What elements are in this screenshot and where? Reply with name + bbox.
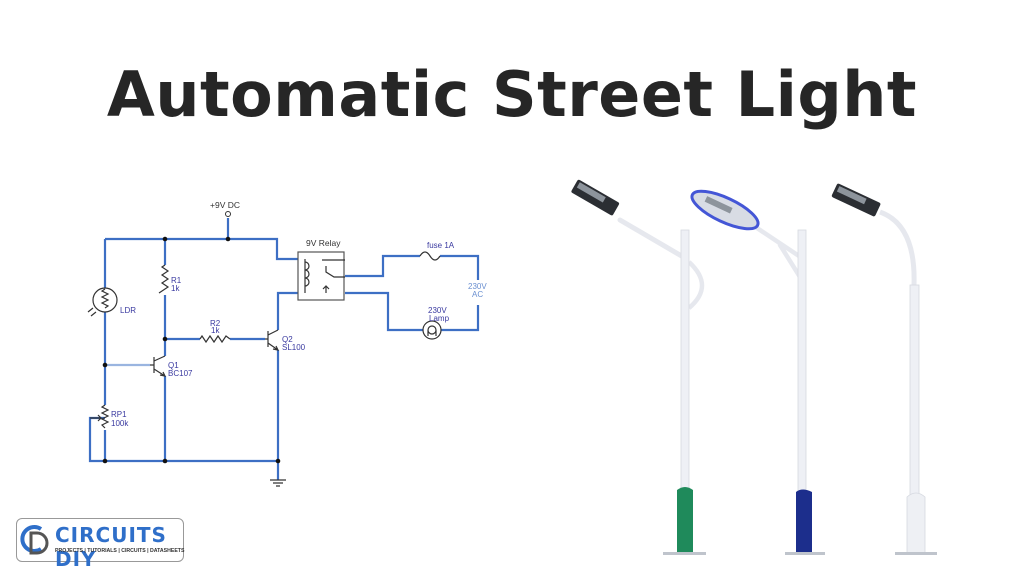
r1-name: R1 [171,276,182,285]
q1-transistor [150,355,167,377]
fuse-label: fuse 1A [427,241,455,250]
pole-1-base [677,487,693,553]
ac-voltage-label: 230V [468,282,487,291]
lamp-voltage-label: 230V [428,306,447,315]
r1-value: 1k [171,284,180,293]
rp1-name: RP1 [111,410,127,419]
rp1-value: 100k [111,419,129,428]
r2-name: R2 [210,319,221,328]
page-title: Automatic Street Light [106,58,918,131]
q2-transistor [265,329,280,351]
r2-value: 1k [211,326,220,335]
street-light-pole-3 [831,183,937,555]
r2-resistor [199,334,231,344]
pole-3-base [906,492,926,554]
supply-terminal [225,211,231,217]
fuse-symbol [419,251,441,261]
q1-name: Q1 [168,361,179,370]
ldr-label: LDR [120,306,136,315]
lamp-symbol [422,320,442,340]
q1-value: BC107 [168,369,193,378]
supply-label: +9V DC [210,200,240,210]
circuits-diy-logo[interactable]: CIRCUITS DIY PROJECTS | TUTORIALS | CIRC… [16,518,185,571]
relay-label: 9V Relay [306,238,341,248]
r1-resistor [158,264,170,294]
ldr-symbol [87,287,118,317]
logo-name: CIRCUITS DIY [55,523,167,571]
lamp-label: Lamp [429,314,450,323]
pole-2-base [796,489,812,553]
logo-tagline: PROJECTS | TUTORIALS | CIRCUITS | DATASH… [55,548,185,554]
street-light-pole-2 [690,189,825,555]
ac-label: AC [472,290,483,299]
logo-cd-icon [20,525,49,555]
wires [88,218,480,480]
ground-icon [270,479,286,487]
rp1-potentiometer [90,404,110,429]
relay-symbol [297,251,345,301]
junction-dots [102,236,281,464]
street-light-pole-1 [571,179,706,555]
q2-value: SL100 [282,343,306,352]
q2-name: Q2 [282,335,293,344]
